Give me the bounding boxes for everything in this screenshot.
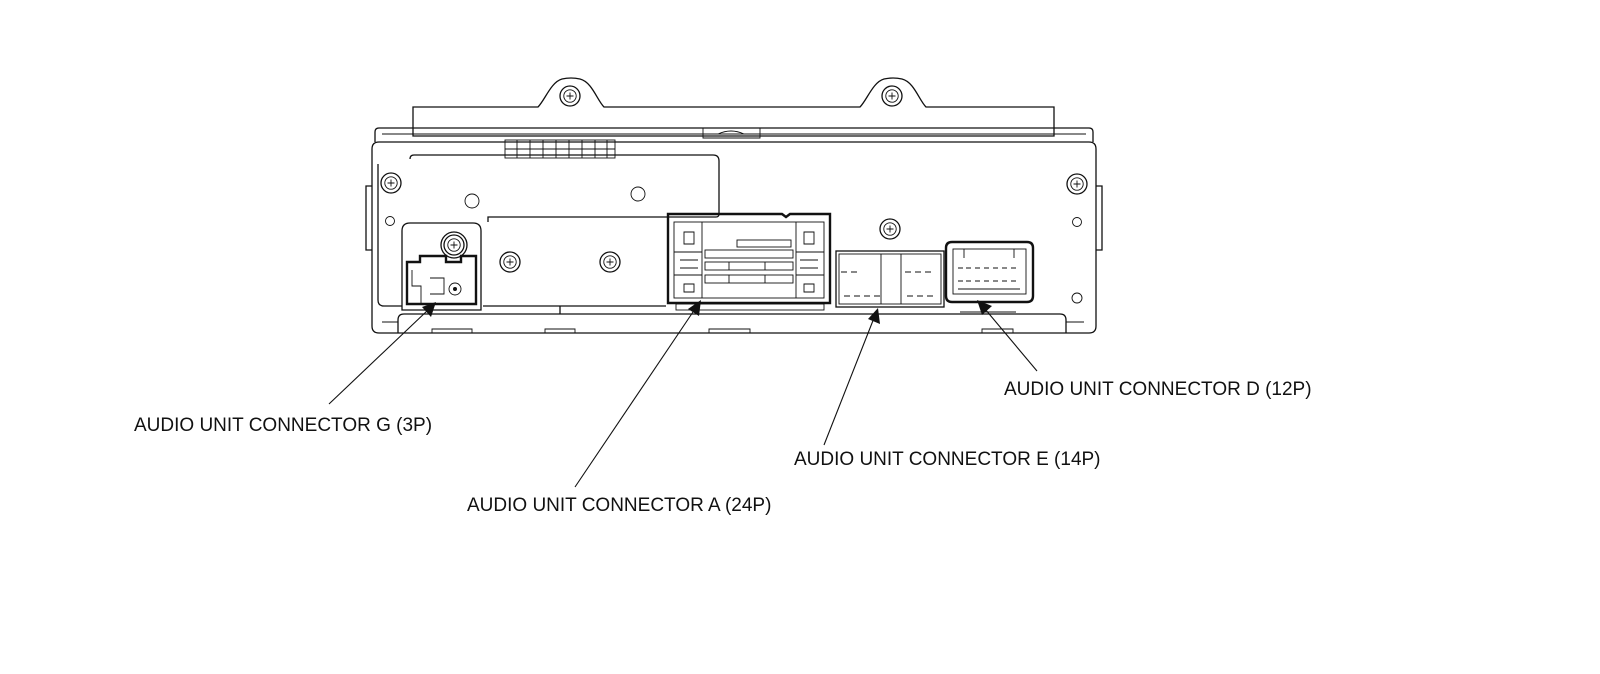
audio-unit-housing [365, 77, 1103, 334]
connector-g-screw-icon [440, 231, 468, 259]
arrow-a-icon [688, 300, 701, 316]
leader-line-e [823, 308, 880, 446]
label-connector-a: AUDIO UNIT CONNECTOR A (24P) [467, 495, 771, 516]
connector-e [835, 250, 945, 308]
leader-line-g [328, 302, 436, 405]
upper-panel [409, 154, 720, 222]
arrow-e-icon [868, 308, 880, 324]
label-connector-e: AUDIO UNIT CONNECTOR E (14P) [794, 449, 1101, 470]
main-body [371, 141, 1097, 334]
bottom-rail [397, 313, 1067, 333]
connector-a [666, 212, 832, 311]
panel-screw-icon [499, 251, 521, 273]
side-hole-right [1072, 217, 1082, 227]
bracket-screw-right-icon [881, 85, 903, 107]
arrow-g-icon [422, 302, 436, 317]
connector-d [944, 240, 1035, 304]
label-connector-d: AUDIO UNIT CONNECTOR D (12P) [1004, 379, 1312, 400]
panel-screw-icon [879, 218, 901, 240]
corner-screw-left-icon [380, 172, 402, 194]
corner-screw-right-icon [1066, 173, 1088, 195]
label-connector-g: AUDIO UNIT CONNECTOR G (3P) [134, 415, 432, 436]
side-hole-left [385, 216, 395, 226]
top-bracket [412, 77, 1055, 137]
panel-screw-icon [599, 251, 621, 273]
leader-line-d [977, 300, 1038, 372]
connector-g [401, 222, 482, 311]
bracket-screw-left-icon [559, 85, 581, 107]
leader-line-a [574, 300, 701, 488]
top-vents [504, 139, 616, 159]
arrow-d-icon [977, 300, 992, 315]
